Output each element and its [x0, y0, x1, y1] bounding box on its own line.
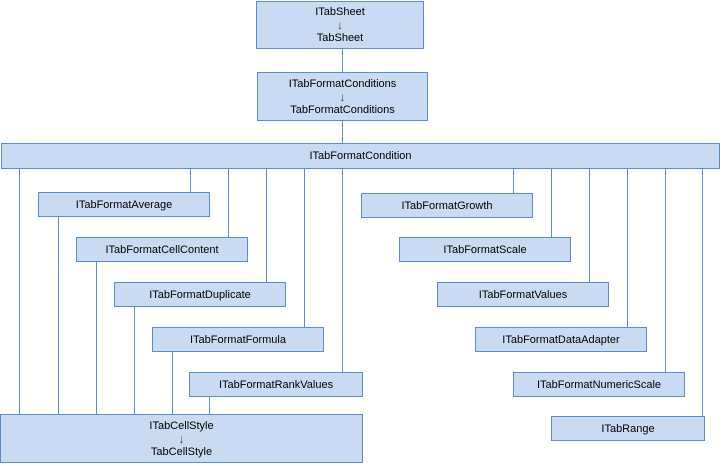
node-itabformatcondition-bar: ITabFormatCondition	[1, 143, 720, 169]
node-itabformatcellcontent: ITabFormatCellContent	[76, 237, 248, 262]
connector-bar-to-growth	[513, 169, 514, 193]
connector-bar-to-values	[589, 169, 590, 282]
class-name: TabCellStyle	[150, 445, 213, 458]
connector-average-to-cellstyle	[58, 217, 59, 414]
connector-bar-to-duplicate	[266, 169, 267, 282]
node-label: ITabFormatValues	[478, 288, 568, 301]
node-label: ITabFormatFormula	[190, 333, 286, 346]
connector-bar-to-dataadapter	[627, 169, 628, 327]
connector-bar-to-cellcontent	[228, 169, 229, 237]
interface-name: ITabCellStyle	[149, 419, 214, 432]
class-name: TabFormatConditions	[290, 103, 395, 116]
connector-sheet-to-conditions	[342, 49, 343, 72]
interface-name: ITabSheet	[315, 6, 365, 18]
node-itabformatconditions: ITabFormatConditions ↓ TabFormatConditio…	[257, 72, 428, 121]
class-name: TabSheet	[316, 32, 364, 44]
connector-bar-to-cellstyle	[19, 169, 20, 414]
node-itabformataverage: ITabFormatAverage	[38, 192, 210, 217]
node-itabcellstyle: ITabCellStyle ↓ TabCellStyle	[0, 414, 363, 463]
node-label: ITabFormatRankValues	[218, 378, 334, 391]
node-itabrange: ITabRange	[551, 416, 705, 441]
node-label: ITabFormatDataAdapter	[502, 333, 620, 346]
connector-bar-to-average	[190, 169, 191, 192]
connector-bar-to-scale	[551, 169, 552, 237]
connector-rankvalues-to-cellstyle	[209, 397, 210, 414]
node-itabformatscale: ITabFormatScale	[399, 237, 571, 262]
node-itabformatduplicate: ITabFormatDuplicate	[114, 282, 286, 307]
down-arrow-icon: ↓	[178, 431, 185, 446]
down-arrow-icon: ↓	[339, 89, 346, 104]
node-itabformatnumericscale: ITabFormatNumericScale	[513, 372, 685, 397]
connector-bar-to-formula	[304, 169, 305, 327]
connector-duplicate-to-cellstyle	[134, 307, 135, 414]
connector-bar-to-rankvalues	[342, 169, 343, 372]
connector-formula-to-cellstyle	[172, 352, 173, 414]
node-label: ITabFormatScale	[443, 243, 527, 256]
node-itabformatgrowth: ITabFormatGrowth	[361, 193, 533, 218]
node-label: ITabFormatCondition	[309, 150, 412, 162]
node-label: ITabFormatAverage	[75, 198, 173, 211]
connector-cellcontent-to-cellstyle	[96, 262, 97, 414]
interface-name: ITabFormatConditions	[288, 77, 397, 90]
node-itabformatrankvalues: ITabFormatRankValues	[189, 372, 363, 397]
down-arrow-icon: ↓	[337, 18, 343, 32]
node-itabformatformula: ITabFormatFormula	[152, 327, 324, 352]
node-itabformatdataadapter: ITabFormatDataAdapter	[475, 327, 647, 352]
node-label: ITabFormatGrowth	[401, 199, 493, 212]
node-itabformatvalues: ITabFormatValues	[437, 282, 609, 307]
node-label: ITabFormatCellContent	[105, 243, 219, 256]
connector-bar-to-numericscale	[665, 169, 666, 372]
node-label: ITabFormatNumericScale	[536, 378, 662, 391]
connector-conditions-to-condition	[342, 121, 343, 143]
node-itabsheet: ITabSheet ↓ TabSheet	[256, 1, 424, 49]
node-label: ITabRange	[601, 422, 655, 435]
connector-bar-to-range	[702, 169, 703, 416]
node-label: ITabFormatDuplicate	[149, 288, 251, 301]
